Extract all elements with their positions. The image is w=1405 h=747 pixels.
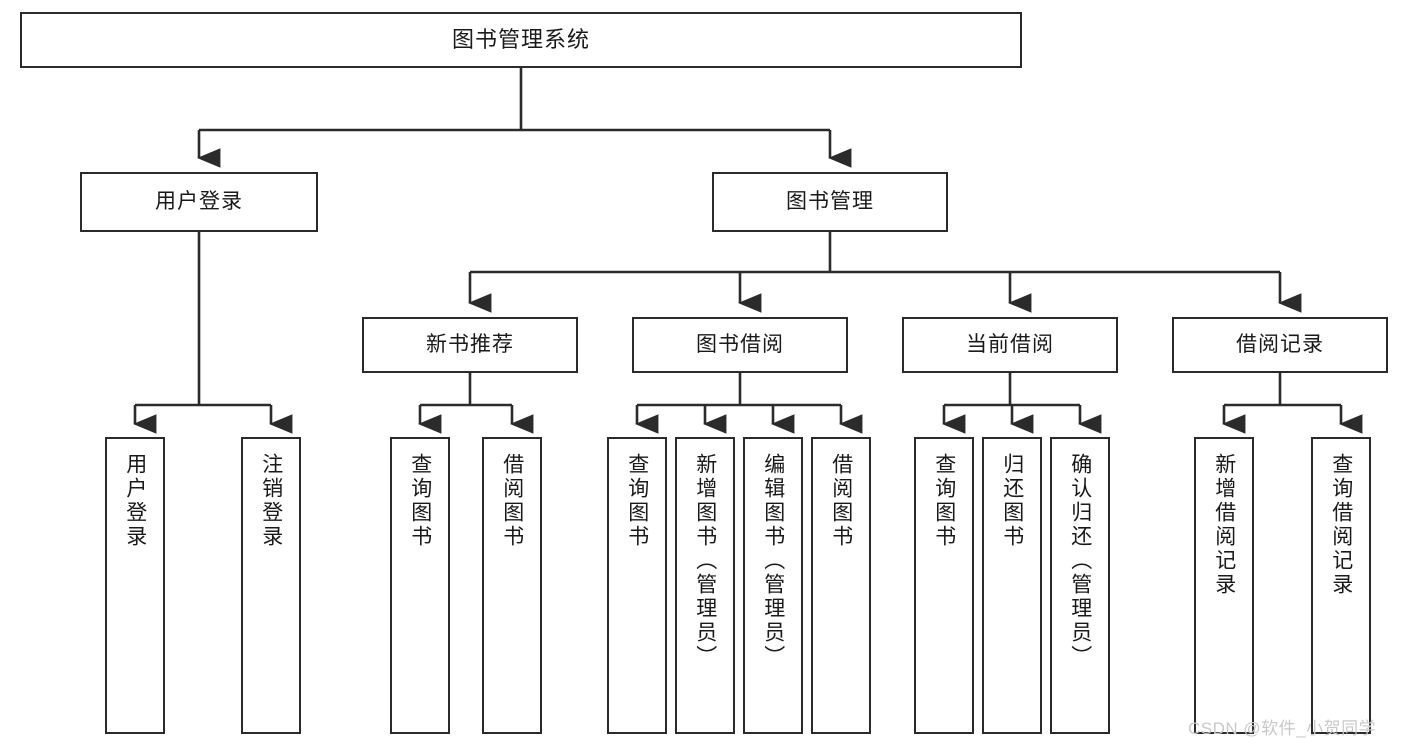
node-borrow-record[interactable]: 借阅记录 [1172,317,1388,373]
leaf-user-logout[interactable]: 注销登录 [241,437,301,734]
node-label: 查询图书 [625,453,649,549]
node-user-login[interactable]: 用户登录 [80,172,318,232]
node-label: 借阅记录 [1236,333,1324,357]
leaf-user-login[interactable]: 用户登录 [105,437,165,734]
node-label: 新书推荐 [426,333,514,357]
leaf-recommend-borrow-book[interactable]: 借阅图书 [482,437,542,734]
leaf-borrow-query-book[interactable]: 查询图书 [607,437,667,734]
leaf-borrow-add-book[interactable]: 新增图书（管理员） [675,437,735,734]
leaf-current-confirm-return[interactable]: 确认归还（管理员） [1050,437,1110,734]
node-label: 注销登录 [259,453,283,549]
node-label: 查询图书 [932,453,956,549]
node-label: 图书借阅 [696,333,784,357]
node-label: 编辑图书（管理员） [761,453,785,669]
node-label: 借阅图书 [500,453,524,549]
node-label: 用户登录 [123,453,147,549]
leaf-borrow-borrow-book[interactable]: 借阅图书 [811,437,871,734]
leaf-current-query-book[interactable]: 查询图书 [914,437,974,734]
node-label: 新增图书（管理员） [693,453,717,669]
leaf-record-query-record[interactable]: 查询借阅记录 [1311,437,1371,734]
leaf-borrow-edit-book[interactable]: 编辑图书（管理员） [743,437,803,734]
node-book-borrow[interactable]: 图书借阅 [632,317,848,373]
node-label: 图书管理系统 [451,26,590,52]
node-root-system[interactable]: 图书管理系统 [20,12,1022,68]
node-label: 查询借阅记录 [1329,453,1353,597]
node-label: 新增借阅记录 [1212,453,1236,597]
node-label: 用户登录 [155,190,243,214]
node-current-borrow[interactable]: 当前借阅 [902,317,1118,373]
leaf-record-add-record[interactable]: 新增借阅记录 [1194,437,1254,734]
node-label: 归还图书 [1000,453,1024,549]
node-label: 图书管理 [786,190,874,214]
leaf-current-return-book[interactable]: 归还图书 [982,437,1042,734]
node-label: 当前借阅 [966,333,1054,357]
leaf-recommend-query-book[interactable]: 查询图书 [390,437,450,734]
node-label: 查询图书 [408,453,432,549]
node-new-book-recommend[interactable]: 新书推荐 [362,317,578,373]
node-book-management[interactable]: 图书管理 [712,172,948,232]
csdn-watermark: CSDN @软件_小贺同学 [1188,719,1377,738]
node-label: 借阅图书 [829,453,853,549]
node-label: 确认归还（管理员） [1068,453,1092,669]
